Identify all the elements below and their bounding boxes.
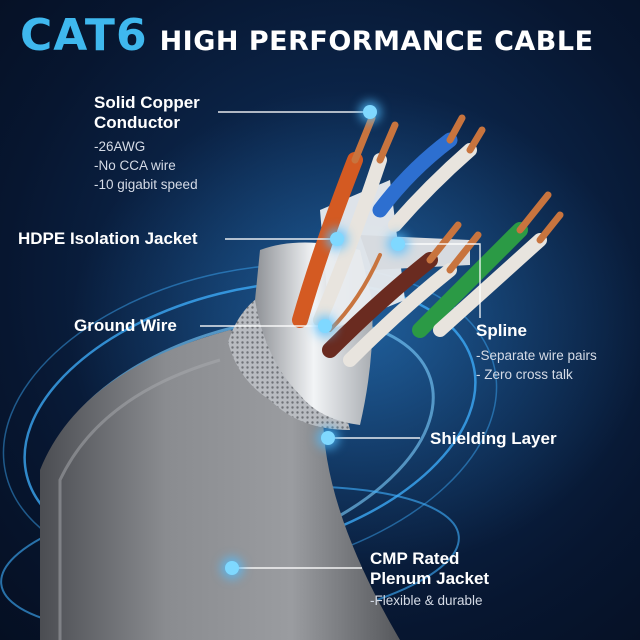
spline-detail: - Zero cross talk — [476, 367, 573, 382]
jacket-title-line: CMP Rated — [370, 549, 460, 568]
spline-title: Spline — [476, 321, 527, 341]
jacket-detail: -Flexible & durable — [370, 593, 483, 608]
leader-lines — [200, 111, 481, 569]
conductor-detail: -No CCA wire — [94, 158, 176, 173]
spline-details: -Separate wire pairs - Zero cross talk — [476, 346, 597, 384]
shield-title-line: Shielding Layer — [430, 429, 557, 448]
headline-tagline: HIGH PERFORMANCE CABLE — [159, 26, 594, 57]
jacket-details: -Flexible & durable — [370, 591, 483, 610]
shield-marker-dot — [321, 431, 335, 445]
ground-title-line: Ground Wire — [74, 316, 177, 335]
conductor-title-line: Solid Copper — [94, 93, 200, 112]
conductor-title: Solid Copper Conductor — [94, 93, 200, 133]
headline-brand: CAT6 — [20, 10, 148, 61]
spline-detail: -Separate wire pairs — [476, 348, 597, 363]
conductor-detail: -26AWG — [94, 139, 146, 154]
ground-marker-dot — [318, 319, 332, 333]
jacket-title: CMP Rated Plenum Jacket — [370, 549, 489, 589]
conductor-title-line: Conductor — [94, 113, 180, 132]
shield-title: Shielding Layer — [430, 429, 557, 449]
hdpe-marker-dot — [330, 232, 344, 246]
headline: CAT6 HIGH PERFORMANCE CABLE — [20, 10, 630, 70]
conductor-marker-dot — [363, 105, 377, 119]
hdpe-title-line: HDPE Isolation Jacket — [18, 229, 198, 248]
wire-pairs — [292, 114, 564, 367]
conductor-details: -26AWG -No CCA wire -10 gigabit speed — [94, 137, 198, 194]
ground-title: Ground Wire — [74, 316, 177, 336]
conductor-detail: -10 gigabit speed — [94, 177, 198, 192]
hdpe-title: HDPE Isolation Jacket — [18, 229, 198, 249]
jacket-marker-dot — [225, 561, 239, 575]
spline-title-line: Spline — [476, 321, 528, 340]
jacket-title-line: Plenum Jacket — [370, 569, 490, 588]
spline-marker-dot — [391, 237, 405, 251]
